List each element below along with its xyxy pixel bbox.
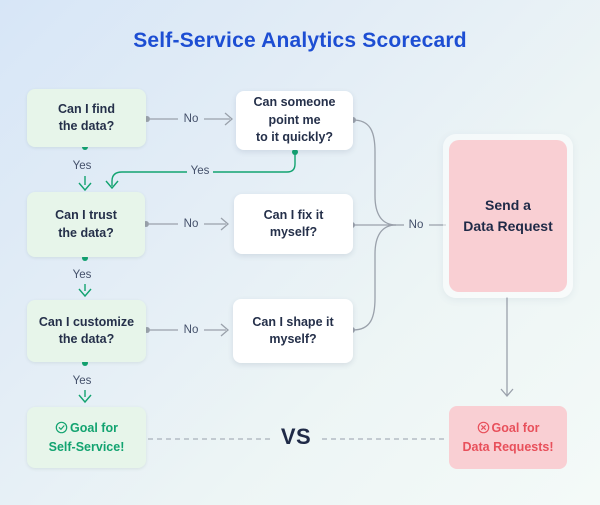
node-text: Can I fix it myself?: [263, 207, 324, 240]
connector-send-to-goal: [500, 297, 514, 397]
label-yes-1: Yes: [72, 160, 92, 172]
label-no-1: No: [183, 113, 199, 125]
label-no-2: No: [183, 218, 199, 230]
goal-data-requests-text: Goal for Data Requests!: [463, 419, 554, 455]
node-text: Can I find the data?: [58, 101, 115, 134]
goal-text: Goal for Self-Service!: [48, 421, 125, 454]
node-can-i-shape-it-myself: Can I shape it myself?: [233, 299, 353, 363]
page-title: Self-Service Analytics Scorecard: [133, 29, 467, 52]
label-yes-3: Yes: [72, 375, 92, 387]
vs-label: VS: [280, 424, 312, 449]
connector-no-row2: [143, 217, 229, 231]
node-text: Can I shape it myself?: [252, 314, 334, 347]
label-no-right: No: [408, 219, 424, 231]
label-yes-return: Yes: [190, 165, 210, 177]
node-can-i-trust-the-data: Can I trust the data?: [27, 192, 145, 257]
connector-no-brace: [349, 117, 446, 333]
send-request-halo: Send a Data Request: [443, 134, 573, 298]
node-text: Can I trust the data?: [55, 208, 117, 240]
node-send-data-request: Send a Data Request: [449, 140, 567, 292]
node-goal-self-service: Goal for Self-Service!: [27, 407, 146, 468]
node-goal-data-requests: Goal for Data Requests!: [449, 406, 567, 469]
node-text: Can I customize the data?: [38, 314, 135, 347]
label-yes-2: Yes: [72, 269, 92, 281]
node-text: Send a Data Request: [463, 197, 553, 234]
node-can-i-customize-the-data: Can I customize the data?: [27, 300, 146, 362]
connector-yes-return: [105, 149, 298, 190]
goal-self-service-text: Goal for Self-Service!: [49, 419, 125, 455]
node-text: Can someone point me to it quickly?: [253, 95, 336, 145]
check-circle-icon: [55, 422, 68, 434]
x-circle-icon: [477, 422, 489, 434]
goal-text: Goal for Data Requests!: [462, 421, 554, 454]
label-no-3: No: [183, 324, 199, 336]
node-can-someone-point-me: Can someone point me to it quickly?: [236, 91, 353, 150]
node-can-i-fix-it-myself: Can I fix it myself?: [234, 194, 353, 254]
connector-no-row3: [144, 323, 229, 337]
node-can-i-find-the-data: Can I find the data?: [27, 89, 146, 147]
